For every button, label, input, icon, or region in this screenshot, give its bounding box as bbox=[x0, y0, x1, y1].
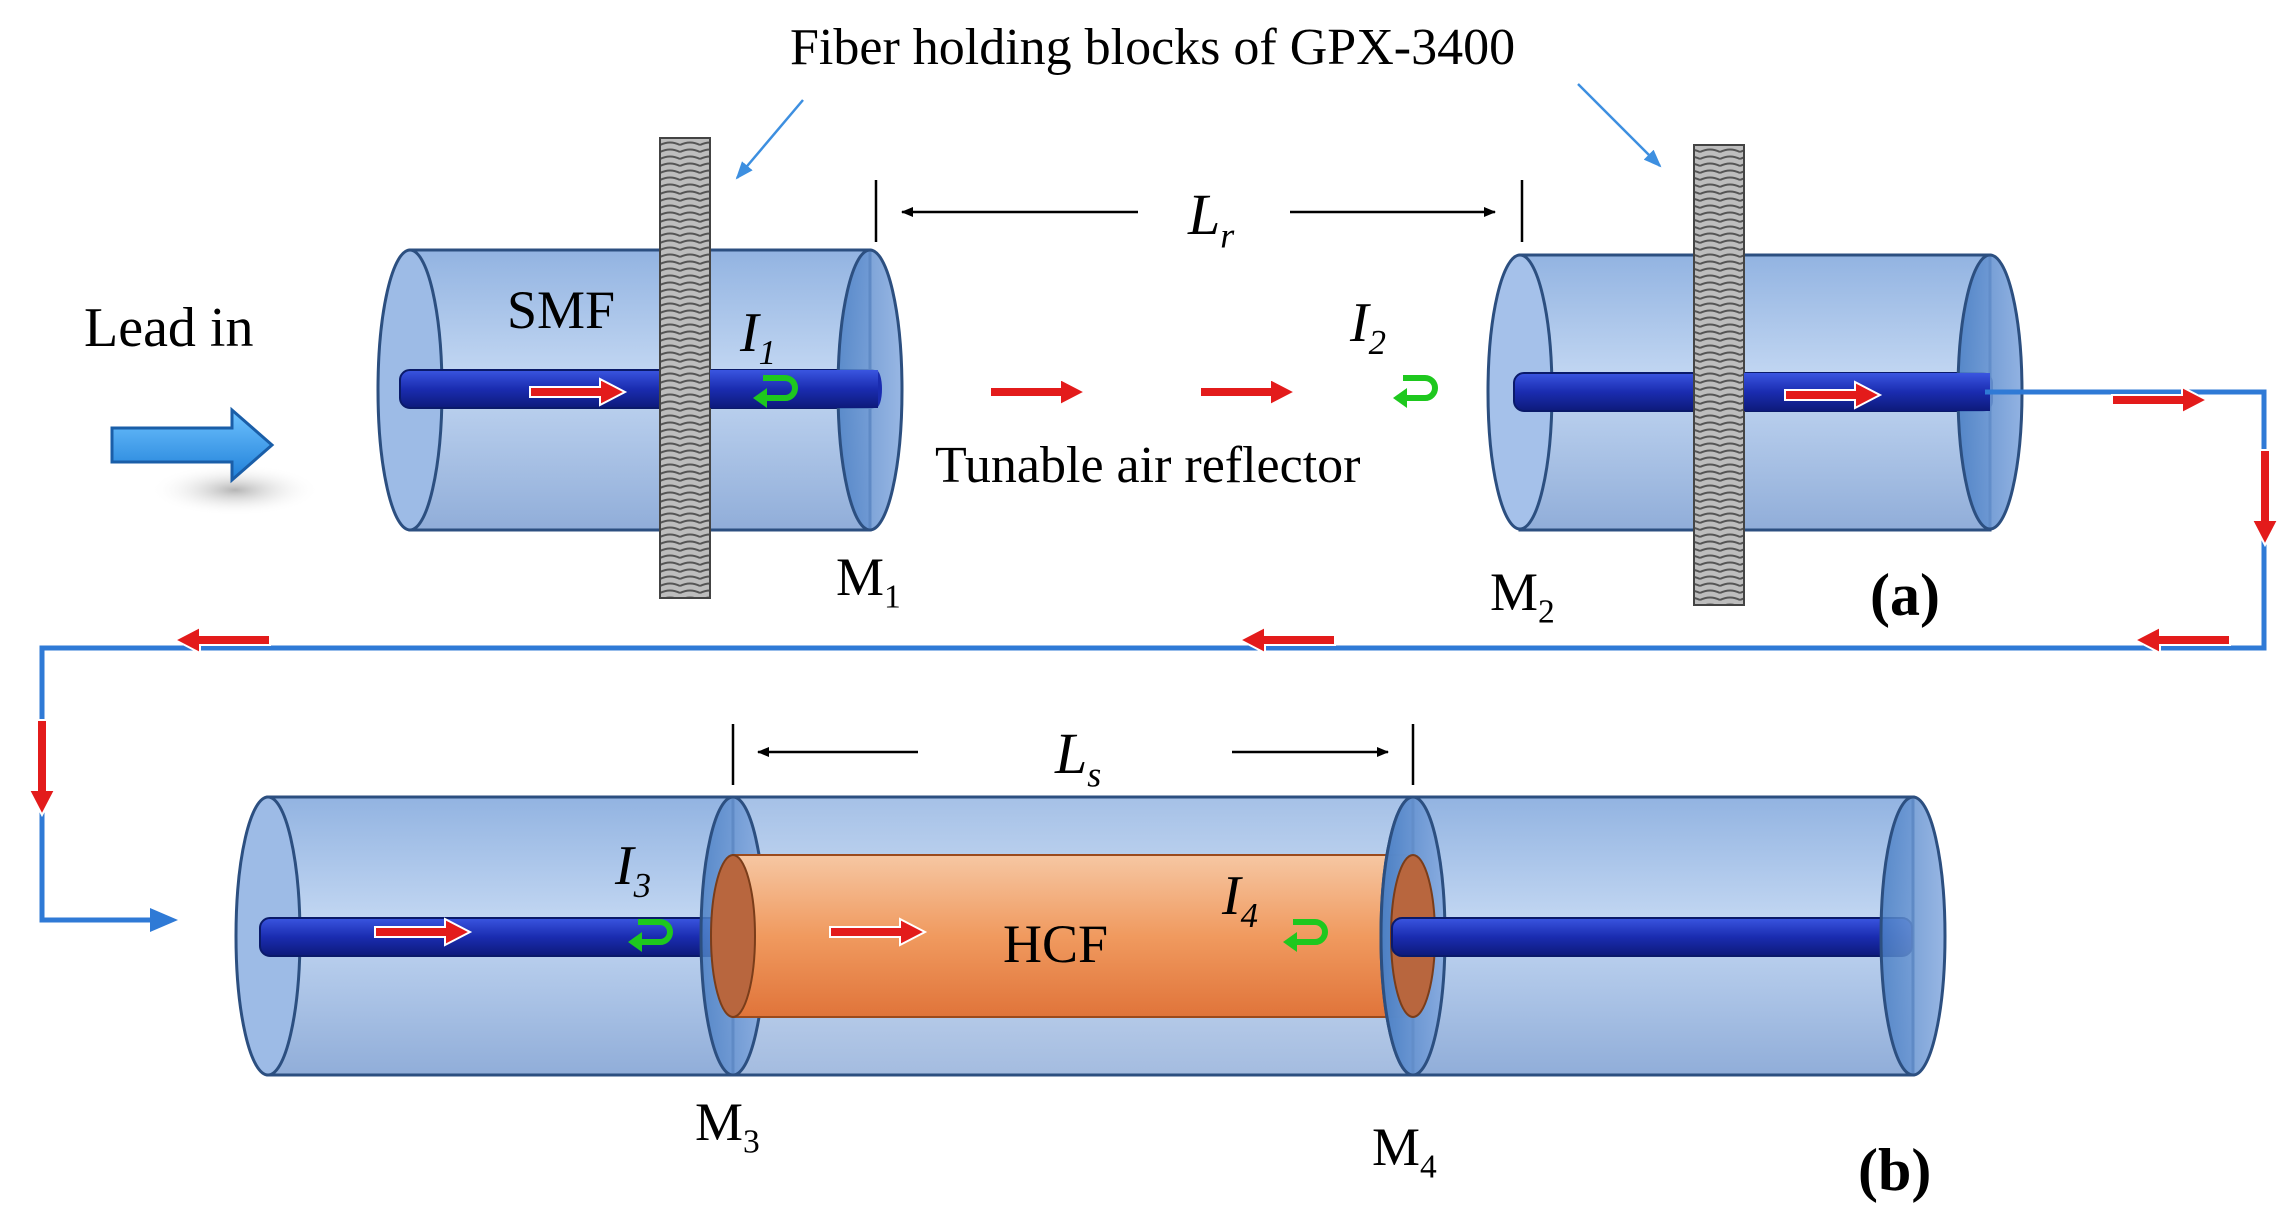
red-arrow-10 bbox=[27, 719, 57, 818]
tunable-reflector-label: Tunable air reflector bbox=[935, 437, 1361, 494]
green-reflection-head-4 bbox=[1283, 932, 1297, 952]
red-arrow-6 bbox=[2250, 449, 2280, 548]
lead-in-shadow bbox=[150, 464, 320, 516]
red-arrow-2 bbox=[989, 377, 1088, 407]
smf-label: SMF bbox=[507, 280, 616, 340]
red-arrow-7 bbox=[2132, 625, 2231, 655]
lead-in-label: Lead in bbox=[84, 297, 254, 359]
green-reflection-head-3 bbox=[628, 932, 642, 952]
smf-cylinder-b-left bbox=[234, 795, 741, 1077]
i2-label: I2 bbox=[1350, 292, 1387, 363]
propagation-arrows bbox=[27, 377, 2280, 947]
green-reflection-2 bbox=[1403, 375, 1438, 401]
red-arrow-5 bbox=[2111, 385, 2210, 415]
red-arrow-12 bbox=[829, 917, 928, 947]
green-reflection-head-2 bbox=[1393, 388, 1407, 408]
red-arrow-1 bbox=[529, 377, 628, 407]
green-reflection-1 bbox=[763, 375, 798, 401]
panel-a-label: (a) bbox=[1870, 562, 1940, 628]
green-reflection-4 bbox=[1293, 919, 1328, 945]
fiber-path bbox=[39, 389, 2267, 923]
i3-label: I3 bbox=[615, 835, 652, 906]
red-arrow-8 bbox=[1237, 625, 1336, 655]
ls-label: Ls bbox=[1055, 721, 1102, 795]
lr-label: Lr bbox=[1188, 182, 1235, 256]
red-arrow-11 bbox=[374, 917, 473, 947]
red-arrow-3 bbox=[1199, 377, 1298, 407]
smf-cylinder-b-right bbox=[1379, 795, 1947, 1077]
m1-label: M1 bbox=[836, 547, 901, 616]
reflection-markers bbox=[628, 375, 1438, 952]
panel-b-label: (b) bbox=[1858, 1137, 1932, 1203]
caption-holding-blocks: Fiber holding blocks of GPX-3400 bbox=[790, 19, 1516, 76]
m4-label: M4 bbox=[1372, 1117, 1437, 1186]
i1-label: I1 bbox=[740, 302, 777, 373]
green-reflection-3 bbox=[638, 919, 673, 945]
m2-label: M2 bbox=[1490, 562, 1555, 631]
red-arrow-9 bbox=[172, 625, 271, 655]
red-arrow-4 bbox=[1784, 380, 1883, 410]
m3-label: M3 bbox=[695, 1092, 760, 1161]
pointer-left bbox=[735, 99, 804, 180]
lead-in-arrow bbox=[110, 406, 275, 484]
holding-block-right bbox=[1693, 144, 1745, 606]
fiber-path-head bbox=[150, 908, 178, 932]
green-reflection-head-1 bbox=[753, 388, 767, 408]
hcf-label: HCF bbox=[1003, 914, 1109, 974]
i4-label: I4 bbox=[1222, 865, 1259, 936]
pointer-right bbox=[1577, 83, 1662, 168]
holding-block-left bbox=[659, 137, 711, 599]
